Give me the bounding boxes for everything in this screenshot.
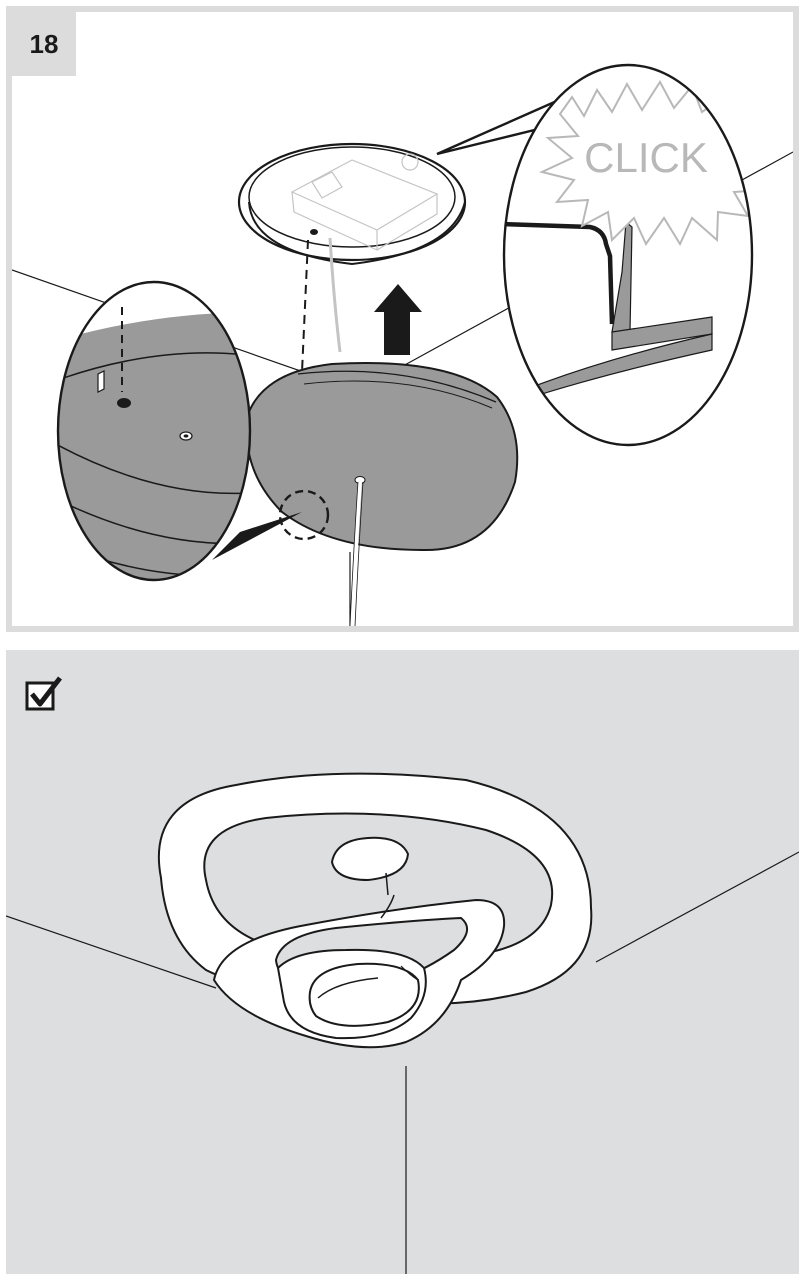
step-number: 18 — [29, 28, 59, 59]
ceiling-edge-line-right — [595, 851, 799, 963]
screw-hole — [310, 229, 318, 235]
magnified-detail-left — [56, 280, 252, 582]
mounting-canopy — [237, 142, 467, 266]
ceiling-edge-line-left — [6, 915, 217, 989]
cable-top — [328, 237, 342, 353]
driver-box — [290, 153, 439, 251]
lamp-body — [245, 361, 519, 626]
step-number-badge: 18 — [12, 12, 76, 76]
screw-hole-detail — [117, 398, 131, 408]
ceiling-mount-illustration: CLICK — [12, 63, 793, 626]
installed-lamp — [157, 772, 593, 1049]
step-18-panel: 18 — [6, 6, 799, 632]
installed-lamp-illustration — [6, 772, 799, 1274]
magnified-detail-right: CLICK — [502, 63, 754, 447]
locating-tab — [97, 370, 105, 393]
checkbox-checked-icon — [25, 676, 62, 711]
alignment-dashed-line — [301, 239, 309, 373]
up-arrow-icon — [374, 284, 422, 355]
detail-pointer-left — [212, 512, 302, 560]
result-panel — [6, 650, 799, 1274]
detail-highlight-circle — [278, 489, 330, 541]
click-callout-text: CLICK — [584, 134, 708, 181]
click-burst-icon — [539, 80, 752, 247]
